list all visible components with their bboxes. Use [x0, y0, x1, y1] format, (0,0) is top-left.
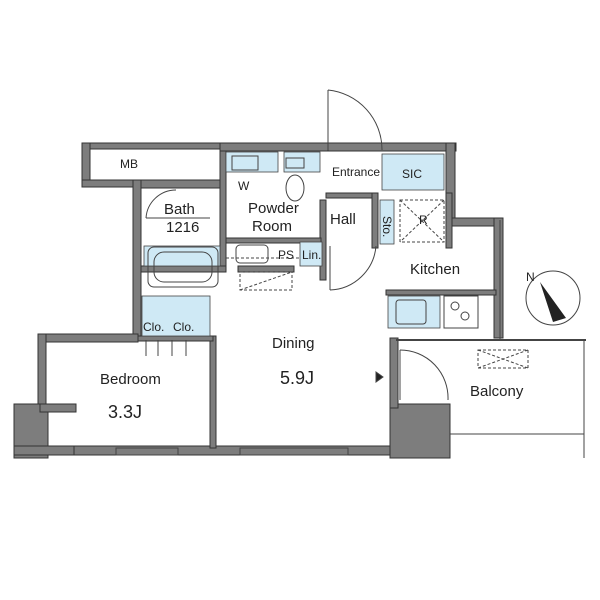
label-bath: Bath: [164, 201, 195, 218]
storage-areas: [141, 151, 445, 337]
label-bedroom-size: 3.3J: [108, 402, 142, 422]
doors: [115, 89, 586, 458]
compass-north-label: N: [526, 270, 535, 284]
closets: [141, 295, 211, 337]
label-r: R: [419, 213, 428, 227]
label-entrance: Entrance: [332, 165, 380, 179]
toilet: [285, 174, 305, 202]
fixtures: [147, 155, 529, 369]
label-balcony: Balcony: [470, 383, 524, 400]
room-labels: MB Entrance SIC Bath 1216 W Powder Room …: [100, 157, 524, 422]
label-sic: SIC: [402, 167, 422, 181]
bathtub: [147, 246, 219, 288]
label-sto: Sto.: [380, 216, 394, 237]
sink: [235, 244, 269, 264]
label-dining: Dining: [272, 335, 315, 352]
label-room: Room: [252, 218, 292, 235]
label-w: W: [238, 179, 250, 193]
label-closet-1: Clo.: [143, 320, 164, 334]
label-dining-size: 5.9J: [280, 368, 314, 388]
linen-storage: [299, 241, 323, 267]
label-ps: PS: [278, 248, 294, 262]
ac-unit: [477, 349, 529, 369]
stove: [443, 295, 479, 329]
fridge-space: [399, 199, 445, 243]
walls: [13, 142, 504, 459]
sto-storage: [379, 199, 395, 245]
label-bath-size: 1216: [166, 219, 199, 236]
label-mb: MB: [120, 157, 138, 171]
label-powder: Powder: [248, 200, 299, 217]
label-hall: Hall: [330, 211, 356, 228]
compass: N: [525, 270, 581, 326]
kitchen-sink: [395, 299, 427, 325]
label-bedroom: Bedroom: [100, 371, 161, 388]
label-closet-2: Clo.: [173, 320, 194, 334]
sic-storage: [381, 153, 445, 191]
label-kitchen: Kitchen: [410, 261, 460, 278]
label-lin: Lin.: [302, 248, 321, 262]
washbasin: [231, 155, 259, 171]
